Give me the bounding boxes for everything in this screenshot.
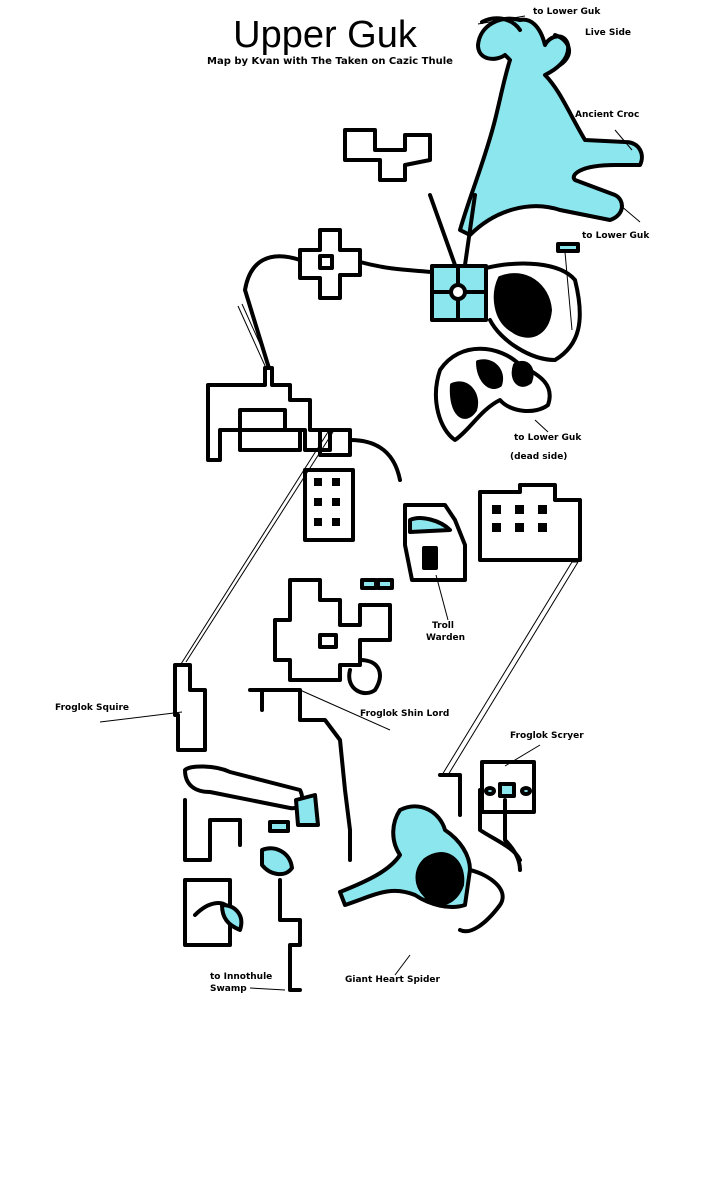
label-swamp: Swamp: [210, 984, 247, 994]
water-pool-sw: [220, 903, 244, 932]
map-subtitle: Map by Kvan with The Taken on Cazic Thul…: [207, 56, 453, 67]
label-froglok-shin-lord: Froglok Shin Lord: [360, 709, 450, 719]
map-title: Upper Guk: [233, 14, 417, 56]
label-froglok-squire: Froglok Squire: [55, 703, 129, 713]
label-dead-side: (dead side): [510, 452, 568, 462]
pit-black-2: [449, 381, 479, 419]
water-pool-mid: [294, 793, 320, 827]
label-to-lower-guk-top: to Lower Guk: [533, 7, 601, 17]
label-warden: Warden: [426, 633, 466, 643]
water-pool-mid2: [260, 846, 294, 877]
label-giant-heart-spider: Giant Heart Spider: [345, 975, 440, 985]
label-froglok-scryer: Froglok Scryer: [510, 731, 584, 741]
label-troll: Troll: [432, 621, 454, 631]
label-ancient-croc: Ancient Croc: [575, 110, 640, 120]
pit-black-3: [511, 361, 534, 387]
pit-black: [493, 273, 552, 338]
label-to-lower-guk-dead: to Lower Guk: [514, 433, 582, 443]
label-to-lower-guk-right: to Lower Guk: [582, 231, 650, 241]
label-live-side: Live Side: [585, 28, 632, 38]
spider-pit: [415, 852, 465, 906]
label-to-innothule: to Innothule: [210, 972, 273, 982]
pit-black-4: [476, 359, 504, 389]
